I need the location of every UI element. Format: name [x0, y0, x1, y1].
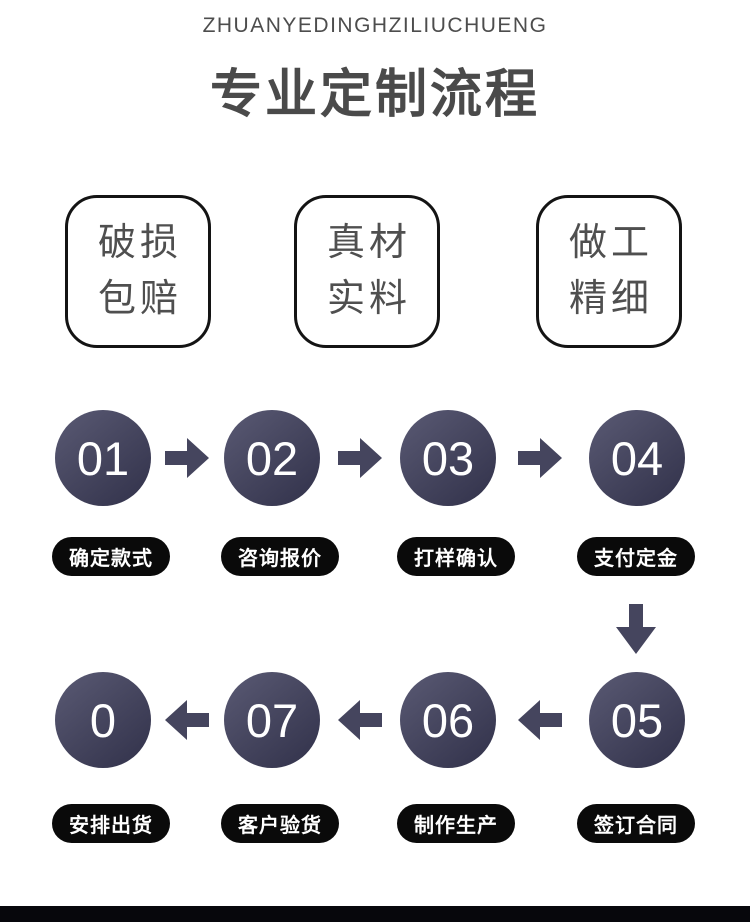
- step-circle-02: 02: [224, 410, 320, 506]
- step-circle-06: 06: [400, 672, 496, 768]
- feature-line: 包赔: [97, 277, 182, 320]
- feature-box-damage-compensation: 破损 包赔: [65, 195, 211, 348]
- step-circle-05: 05: [589, 672, 685, 768]
- step-label-confirm-style: 确定款式: [52, 537, 170, 576]
- feature-line: 真材: [326, 222, 411, 265]
- feature-box-genuine-materials: 真材 实料: [294, 195, 440, 348]
- feature-line: 精细: [568, 277, 653, 320]
- step-circle-01: 01: [55, 410, 151, 506]
- arrow-left-icon: [518, 700, 562, 740]
- feature-line: 做工: [568, 222, 653, 265]
- arrow-right-icon: [338, 438, 382, 478]
- step-label-production: 制作生产: [397, 804, 515, 843]
- header-subtitle: ZHUANYEDINGHZILIUCHUENG: [202, 14, 548, 37]
- feature-line: 实料: [326, 277, 411, 320]
- step-label-arrange-shipment: 安排出货: [52, 804, 170, 843]
- bottom-divider-bar: [0, 906, 750, 922]
- step-label-consult-quote: 咨询报价: [221, 537, 339, 576]
- step-circle-08: 0: [55, 672, 151, 768]
- step-circle-07: 07: [224, 672, 320, 768]
- feature-box-fine-workmanship: 做工 精细: [536, 195, 682, 348]
- step-label-pay-deposit: 支付定金: [577, 537, 695, 576]
- arrow-right-icon: [165, 438, 209, 478]
- step-circle-04: 04: [589, 410, 685, 506]
- step-circle-03: 03: [400, 410, 496, 506]
- page-title: 专业定制流程: [209, 66, 540, 124]
- arrow-right-icon: [518, 438, 562, 478]
- step-label-sign-contract: 签订合同: [577, 804, 695, 843]
- step-label-customer-inspection: 客户验货: [221, 804, 339, 843]
- feature-line: 破损: [97, 222, 182, 265]
- arrow-left-icon: [165, 700, 209, 740]
- arrow-left-icon: [338, 700, 382, 740]
- step-label-sample-confirm: 打样确认: [397, 537, 515, 576]
- arrow-down-icon: [616, 604, 656, 654]
